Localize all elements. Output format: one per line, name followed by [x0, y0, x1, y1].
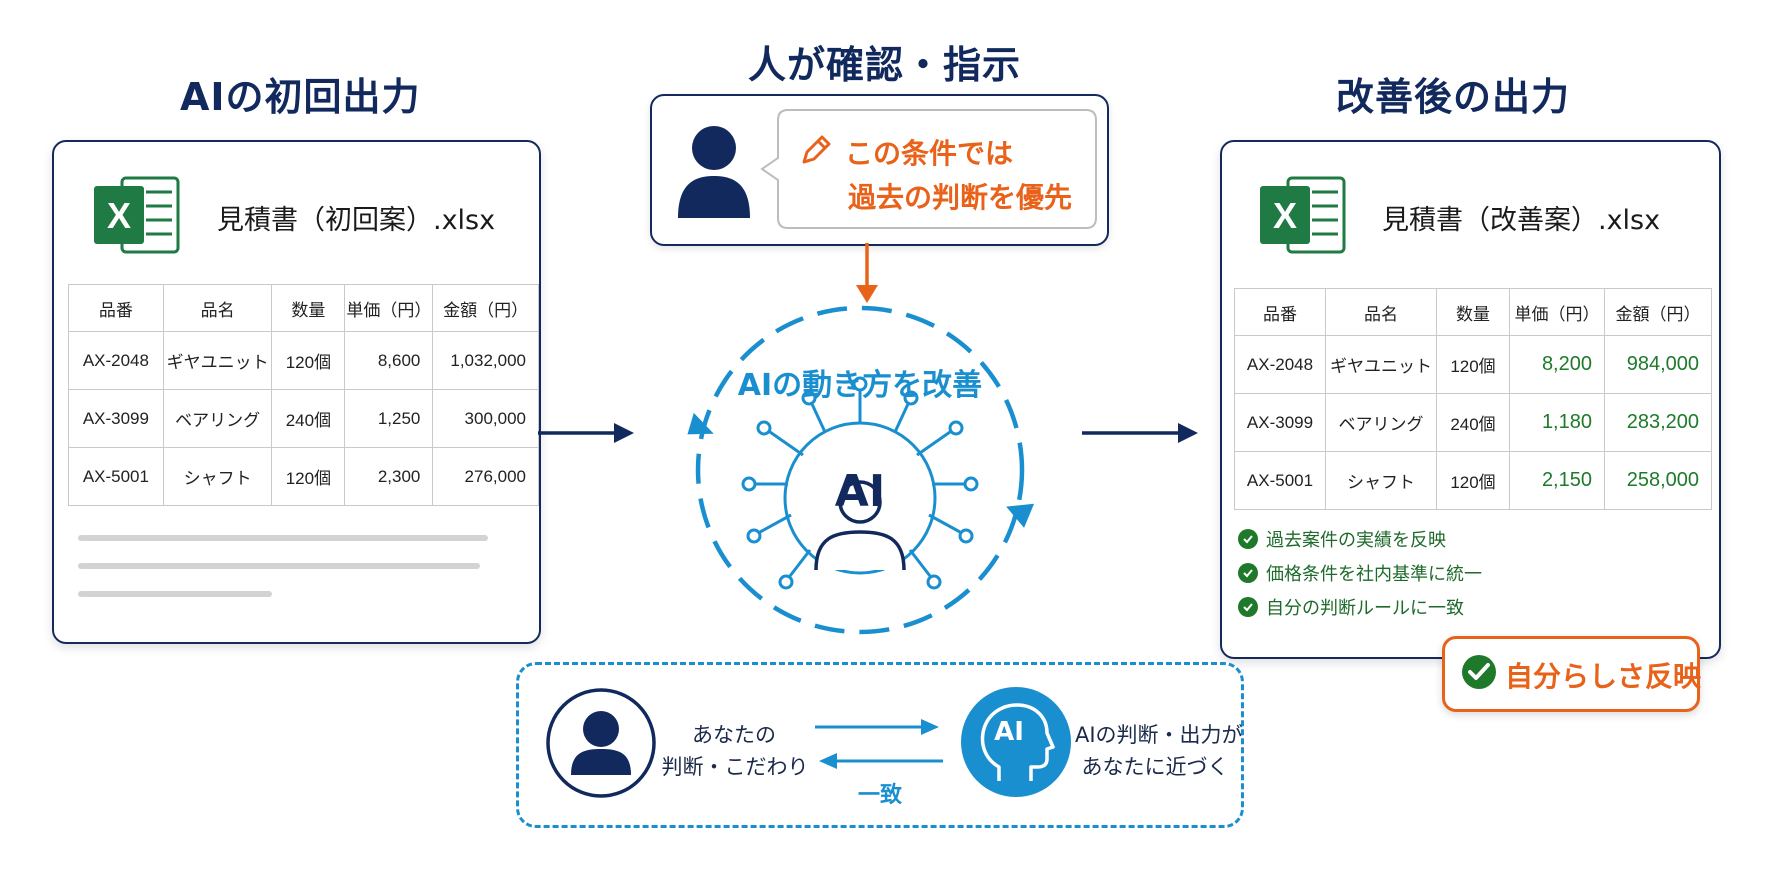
check-label: 過去案件の実績を反映	[1266, 530, 1446, 551]
table-header-row: 品番 品名 数量 単価（円） 金額（円）	[68, 284, 539, 332]
unit-price-cell: 8,200	[1509, 335, 1605, 394]
unit-price-cell: 8,600	[344, 331, 434, 390]
part-name-cell: ベアリング	[1325, 393, 1437, 452]
excel-icon: X	[1260, 176, 1346, 254]
instruction-line-1: この条件では	[845, 137, 1014, 170]
person-icon	[678, 126, 750, 218]
placeholder-text-line	[78, 535, 488, 541]
ai-label-1: AIの判断・出力が	[1075, 723, 1243, 747]
ai-label-2: あなたに近づく	[1081, 755, 1229, 779]
unit-price-cell: 1,180	[1509, 393, 1605, 452]
part-number-cell: AX-3099	[68, 389, 164, 448]
header-cell: 品名	[1325, 288, 1437, 336]
flow-arrow-right	[1082, 423, 1198, 443]
part-number-cell: AX-3099	[1234, 393, 1326, 452]
check-circle-icon	[1462, 655, 1496, 689]
part-number-cell: AX-5001	[68, 447, 164, 506]
header-cell: 品名	[162, 284, 273, 332]
svg-text:X: X	[107, 195, 131, 236]
improved-output-card: X 見積書（改善案）.xlsx 品番 品名 数量 単価（円） 金額（円） AX-…	[1220, 140, 1721, 659]
quantity-cell: 120個	[1436, 451, 1510, 510]
check-item: 価格条件を社内基準に統一	[1238, 560, 1482, 586]
header-cell: 数量	[271, 284, 346, 332]
center-heading: 人が確認・指示	[748, 43, 1022, 87]
ai-head-icon	[961, 687, 1071, 797]
amount-cell: 300,000	[432, 389, 539, 448]
part-name-cell: シャフト	[1325, 451, 1437, 510]
header-cell: 単価（円）	[344, 284, 434, 332]
excel-icon: X	[94, 176, 180, 254]
part-number-cell: AX-2048	[1234, 335, 1326, 394]
human-label-1: あなたの	[692, 723, 776, 747]
quantity-cell: 120個	[1436, 335, 1510, 394]
amount-cell: 258,000	[1604, 451, 1712, 510]
improvement-cycle	[687, 305, 1035, 635]
unit-price-cell: 1,250	[344, 389, 434, 448]
header-cell: 金額（円）	[1604, 288, 1712, 336]
header-cell: 単価（円）	[1509, 288, 1605, 336]
quantity-cell: 120個	[271, 331, 346, 390]
header-cell: 金額（円）	[432, 284, 539, 332]
table-header-row: 品番 品名 数量 単価（円） 金額（円）	[1234, 288, 1712, 336]
amount-cell: 283,200	[1604, 393, 1712, 452]
person-circle-icon	[546, 688, 656, 798]
part-number-cell: AX-5001	[1234, 451, 1326, 510]
part-name-cell: シャフト	[162, 447, 273, 506]
check-label: 価格条件を社内基準に統一	[1266, 564, 1482, 585]
check-icon	[1238, 529, 1258, 549]
check-label: 自分の判断ルールに一致	[1266, 598, 1464, 619]
quantity-cell: 240個	[1436, 393, 1510, 452]
part-name-cell: ギヤユニット	[1325, 335, 1437, 394]
amount-cell: 1,032,000	[432, 331, 539, 390]
speech-bubble	[760, 109, 1097, 229]
unit-price-cell: 2,150	[1509, 451, 1605, 510]
ai-badge-label: AI	[994, 717, 1024, 747]
right-heading: 改善後の出力	[1336, 75, 1571, 119]
table-row: AX-3099 ベアリング 240個 1,180 283,200	[1234, 393, 1712, 452]
instruction-card: この条件では 過去の判断を優先	[650, 94, 1109, 246]
initial-quote-table: 品番 品名 数量 単価（円） 金額（円） AX-2048 ギヤユニット 120個…	[68, 284, 539, 506]
check-icon	[1238, 597, 1258, 617]
header-cell: 品番	[68, 284, 164, 332]
human-label-2: 判断・こだわり	[661, 755, 809, 779]
amount-cell: 276,000	[432, 447, 539, 506]
instruction-arrow	[856, 243, 878, 303]
check-item: 過去案件の実績を反映	[1238, 526, 1446, 552]
left-heading: AIの初回出力	[180, 75, 421, 119]
unit-price-cell: 2,300	[344, 447, 434, 506]
self-style-badge: 自分らしさ反映	[1442, 636, 1702, 712]
table-row: AX-2048 ギヤユニット 120個 8,200 984,000	[1234, 335, 1712, 394]
initial-output-card: X 見積書（初回案）.xlsx 品番 品名 数量 単価（円） 金額（円） AX-…	[52, 140, 541, 644]
pencil-icon	[802, 135, 831, 164]
check-item: 自分の判断ルールに一致	[1238, 594, 1464, 620]
check-icon	[1238, 563, 1258, 583]
table-row: AX-2048 ギヤユニット 120個 8,600 1,032,000	[68, 331, 539, 390]
cycle-title: AIの動き方を改善	[737, 368, 983, 403]
header-cell: 品番	[1234, 288, 1326, 336]
exchange-arrows	[815, 719, 943, 769]
badge-label: 自分らしさ反映	[1505, 660, 1702, 693]
placeholder-text-line	[78, 563, 480, 569]
part-name-cell: ギヤユニット	[162, 331, 273, 390]
svg-text:X: X	[1273, 195, 1297, 236]
match-label: 一致	[857, 783, 902, 808]
improved-quote-table: 品番 品名 数量 単価（円） 金額（円） AX-2048 ギヤユニット 120個…	[1234, 288, 1712, 510]
part-number-cell: AX-2048	[68, 331, 164, 390]
table-row: AX-5001 シャフト 120個 2,150 258,000	[1234, 451, 1712, 510]
improved-filename: 見積書（改善案）.xlsx	[1382, 205, 1661, 236]
ai-label: AI	[834, 466, 886, 517]
quantity-cell: 120個	[271, 447, 346, 506]
header-cell: 数量	[1436, 288, 1510, 336]
alignment-box: あなたの 判断・こだわり 一致 AI AIの判断・出力が あなたに近づく	[516, 662, 1244, 828]
instruction-line-2: 過去の判断を優先	[848, 181, 1073, 214]
table-row: AX-3099 ベアリング 240個 1,250 300,000	[68, 389, 539, 448]
quantity-cell: 240個	[271, 389, 346, 448]
part-name-cell: ベアリング	[162, 389, 273, 448]
flow-arrow-left	[538, 423, 634, 443]
table-row: AX-5001 シャフト 120個 2,300 276,000	[68, 447, 539, 506]
placeholder-text-line	[78, 591, 272, 597]
amount-cell: 984,000	[1604, 335, 1712, 394]
initial-filename: 見積書（初回案）.xlsx	[217, 205, 496, 236]
